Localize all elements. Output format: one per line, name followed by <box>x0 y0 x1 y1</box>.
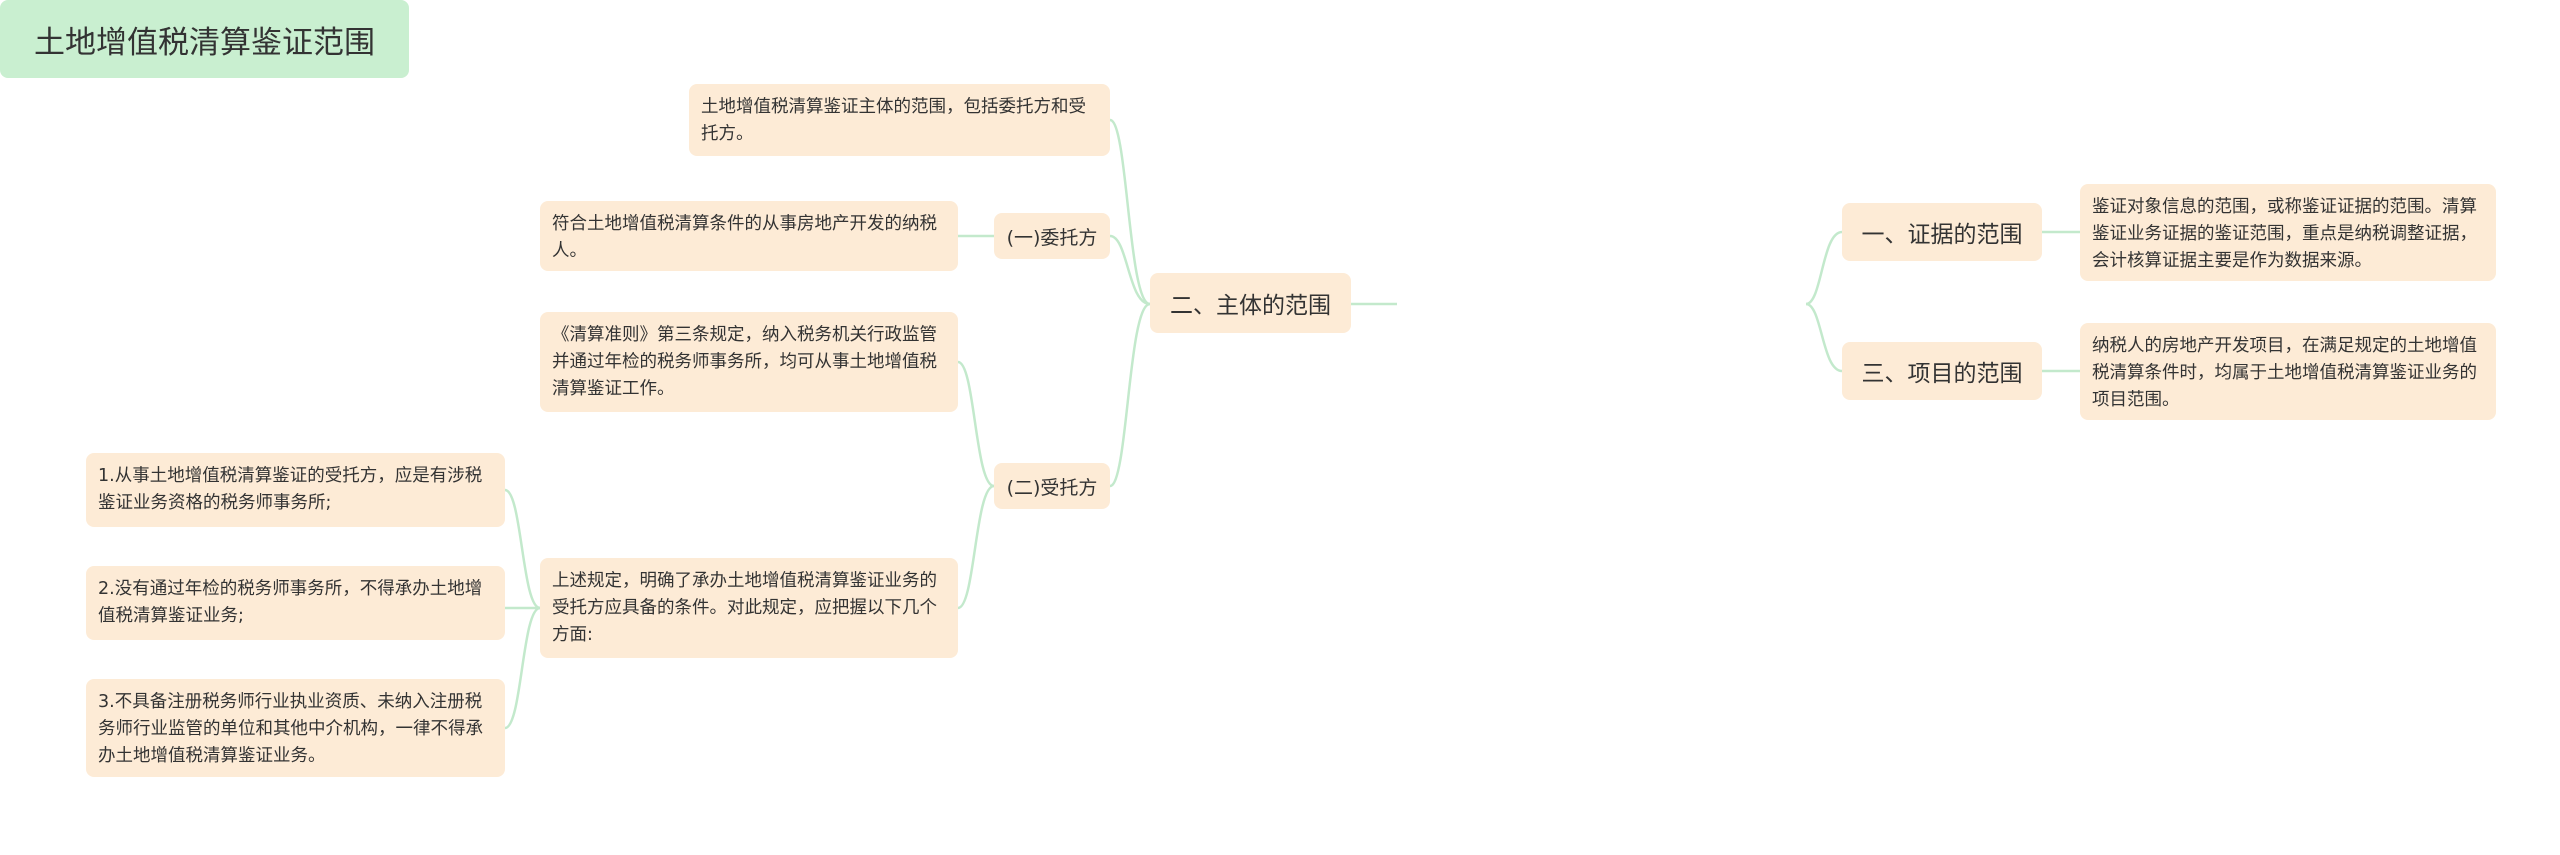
branch-evidence-scope[interactable]: 一、证据的范围 <box>1842 203 2042 261</box>
root-topic-label: 土地增值税清算鉴证范围 <box>34 24 375 61</box>
leaf-subject-scope-text: 土地增值税清算鉴证主体的范围，包括委托方和受托方。 <box>701 97 1086 145</box>
connector-root-evidence <box>1805 230 1843 306</box>
sub-principal-label: (一)委托方 <box>1006 226 1098 249</box>
leaf-condition-2-text: 2.没有通过年检的税务师事务所，不得承办土地增值税清算鉴证业务; <box>98 579 483 627</box>
leaf-condition-1-text: 1.从事土地增值税清算鉴证的受托方，应是有涉税鉴证业务资格的税务师事务所; <box>98 466 483 514</box>
root-topic[interactable]: 土地增值税清算鉴证范围 <box>0 0 409 78</box>
connector-conditions-3 <box>504 606 541 730</box>
sub-principal[interactable]: (一)委托方 <box>994 213 1110 259</box>
leaf-agent-conditions-text: 上述规定，明确了承办土地增值税清算鉴证业务的受托方应具备的条件。对此规定，应把握… <box>552 571 937 646</box>
leaf-condition-3-text: 3.不具备注册税务师行业执业资质、未纳入注册税务师行业监管的单位和其他中介机构，… <box>98 692 483 767</box>
leaf-subject-scope[interactable]: 土地增值税清算鉴证主体的范围，包括委托方和受托方。 <box>689 84 1110 156</box>
connector-subject-agent <box>1109 302 1151 488</box>
connector-root-project <box>1805 302 1843 373</box>
leaf-project-desc-text: 纳税人的房地产开发项目，在满足规定的土地增值税清算条件时，均属于土地增值税清算鉴… <box>2092 336 2477 411</box>
branch-subject-scope-label: 二、主体的范围 <box>1170 293 1331 319</box>
branch-subject-scope[interactable]: 二、主体的范围 <box>1150 273 1351 333</box>
leaf-agent-conditions[interactable]: 上述规定，明确了承办土地增值税清算鉴证业务的受托方应具备的条件。对此规定，应把握… <box>540 558 958 658</box>
branch-project-scope[interactable]: 三、项目的范围 <box>1842 342 2042 400</box>
connector-agent-conditions <box>957 484 995 610</box>
leaf-evidence-desc[interactable]: 鉴证对象信息的范围，或称鉴证证据的范围。清算鉴证业务证据的鉴证范围，重点是纳税调… <box>2080 184 2496 281</box>
sub-agent[interactable]: (二)受托方 <box>994 463 1110 509</box>
leaf-agent-rule[interactable]: 《清算准则》第三条规定，纳入税务机关行政监管并通过年检的税务师事务所，均可从事土… <box>540 312 958 412</box>
connector-agent-rule <box>957 360 995 488</box>
leaf-condition-2[interactable]: 2.没有通过年检的税务师事务所，不得承办土地增值税清算鉴证业务; <box>86 566 505 640</box>
connector-subject-principal <box>1109 234 1151 306</box>
leaf-principal-desc-text: 符合土地增值税清算条件的从事房地产开发的纳税人。 <box>552 214 937 262</box>
leaf-evidence-desc-text: 鉴证对象信息的范围，或称鉴证证据的范围。清算鉴证业务证据的鉴证范围，重点是纳税调… <box>2092 197 2477 272</box>
leaf-project-desc[interactable]: 纳税人的房地产开发项目，在满足规定的土地增值税清算条件时，均属于土地增值税清算鉴… <box>2080 323 2496 420</box>
branch-project-scope-label: 三、项目的范围 <box>1861 361 2023 387</box>
leaf-condition-1[interactable]: 1.从事土地增值税清算鉴证的受托方，应是有涉税鉴证业务资格的税务师事务所; <box>86 453 505 527</box>
leaf-condition-3[interactable]: 3.不具备注册税务师行业执业资质、未纳入注册税务师行业监管的单位和其他中介机构，… <box>86 679 505 777</box>
connector-conditions-1 <box>504 488 541 610</box>
connector-subject-scope <box>1109 118 1151 306</box>
leaf-agent-rule-text: 《清算准则》第三条规定，纳入税务机关行政监管并通过年检的税务师事务所，均可从事土… <box>552 325 937 400</box>
branch-evidence-scope-label: 一、证据的范围 <box>1861 222 2023 248</box>
leaf-principal-desc[interactable]: 符合土地增值税清算条件的从事房地产开发的纳税人。 <box>540 201 958 271</box>
sub-agent-label: (二)受托方 <box>1006 476 1098 499</box>
